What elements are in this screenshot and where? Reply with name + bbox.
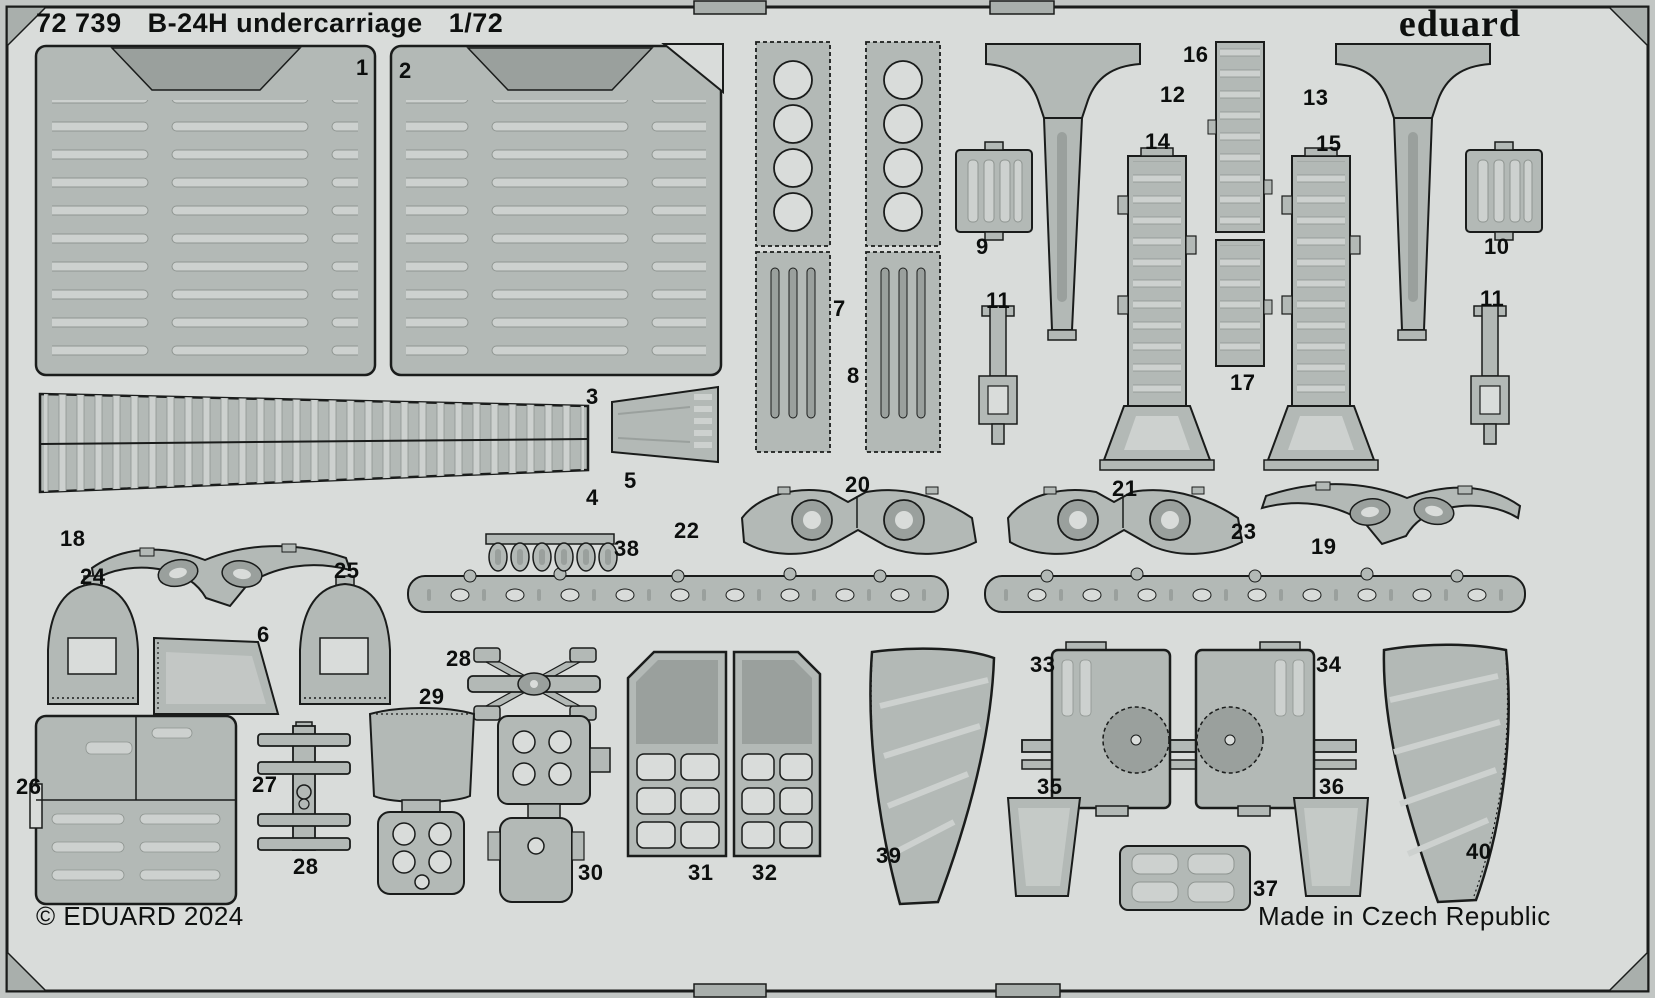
- part-9-plate: [955, 141, 1033, 241]
- part-26-panel: [29, 714, 238, 906]
- copyright-text: © EDUARD 2024: [36, 901, 244, 931]
- part-18-wing: [90, 543, 352, 608]
- part-31-grid-panel: [626, 650, 728, 858]
- part-13-gear-leg: [1335, 43, 1491, 341]
- part-24-dome: [47, 575, 139, 705]
- part-29-panel: [368, 707, 476, 895]
- sheet-header: 72 739 B-24H undercarriage 1/72: [36, 8, 503, 39]
- sheet-title: B-24H undercarriage: [147, 8, 423, 38]
- part-20-bracket: [740, 486, 978, 555]
- part-2-panel: [389, 43, 724, 377]
- part-16-17-rung-strips: [1207, 41, 1273, 367]
- part-7-strip: [755, 41, 831, 453]
- part-1-panel: [34, 44, 377, 377]
- part-32-grid-panel: [732, 650, 822, 858]
- part-33-34-assembly: [1021, 641, 1357, 817]
- part-37-slat-plate: [1119, 845, 1251, 911]
- catalog-number: 72 739: [36, 8, 122, 38]
- part-39-blade: [869, 647, 996, 906]
- sheet-attachment-tabs: [693, 0, 1061, 998]
- part-12-gear-leg: [985, 43, 1141, 341]
- part-36-fairing: [1292, 797, 1370, 897]
- brand-logo: eduard: [1398, 3, 1521, 45]
- sheet-corner-cuts: [6, 6, 1649, 992]
- made-in-text: Made in Czech Republic: [1258, 901, 1551, 931]
- part-5-bracket: [611, 385, 719, 464]
- part-14-strut: [1099, 147, 1215, 471]
- part-10-plate: [1465, 141, 1543, 241]
- part-38-strap-row: [485, 533, 618, 572]
- part-22-strip: [407, 567, 949, 613]
- part-40-blade: [1382, 643, 1510, 904]
- part-35-fairing: [1006, 797, 1082, 897]
- part-6-wedge: [153, 636, 280, 715]
- part-27-28-ladder-frame: [257, 721, 351, 851]
- part-11-strut: [978, 305, 1018, 445]
- sheet-scale: 1/72: [448, 8, 504, 38]
- part-28-x-bracket: [467, 647, 601, 721]
- part-30-fitting: [487, 715, 611, 903]
